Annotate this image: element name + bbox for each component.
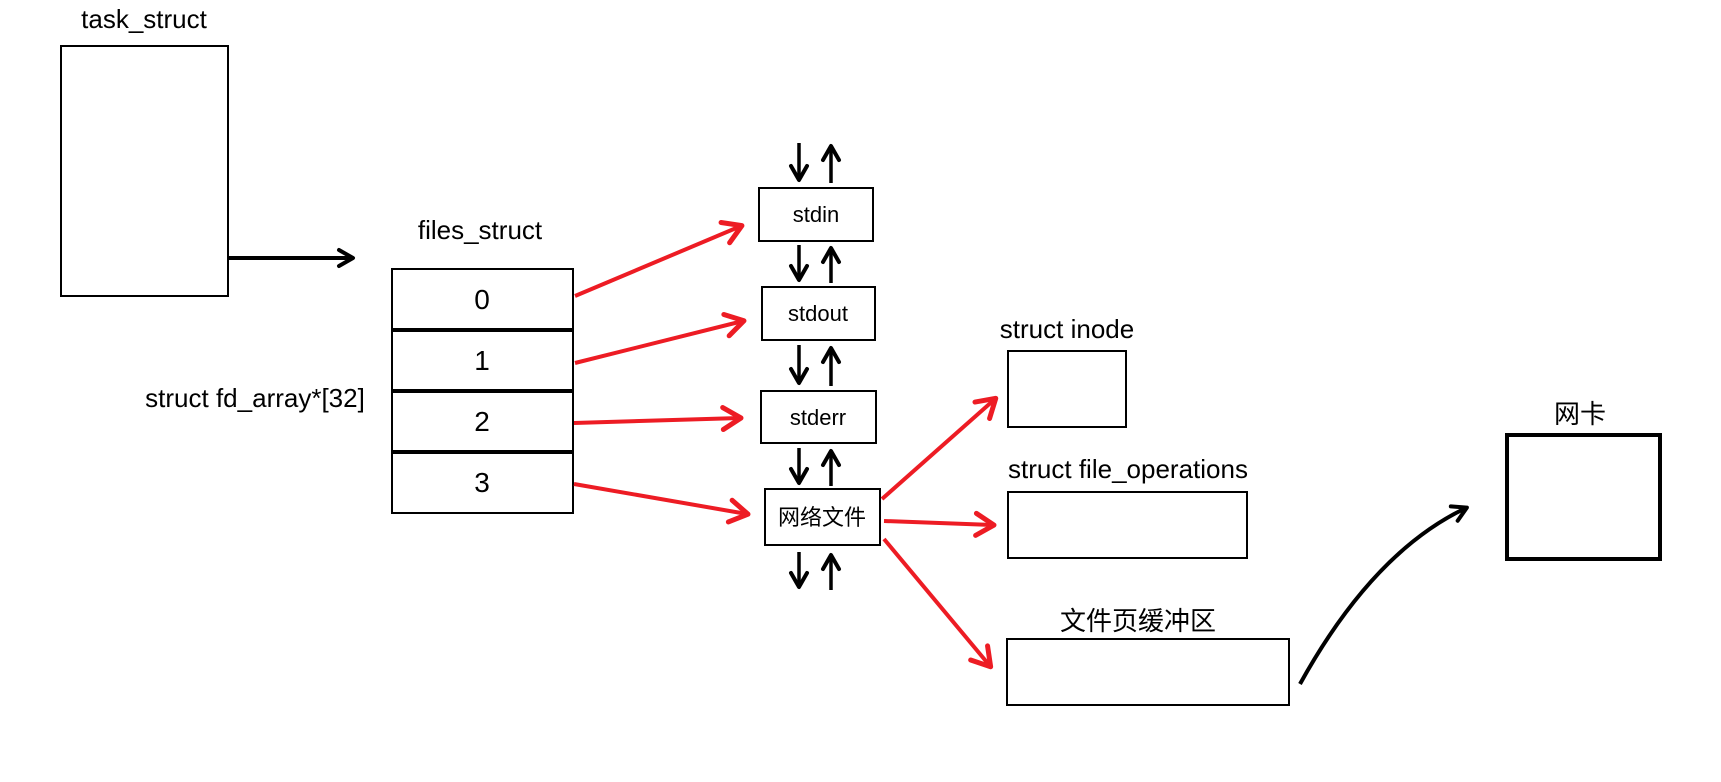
task-struct-label: task_struct [81,4,207,34]
fd0-to-stdin-arrow [574,219,745,298]
io-flow-arrows-stdout-stderr [789,345,841,386]
stdin-box [758,187,874,242]
network-file-box [764,488,881,546]
file-page-buffer-box [1006,638,1290,706]
fd-array-label: struct fd_array*[32] [145,383,365,413]
fd3-to-network-file-arrow [573,482,751,525]
netfile-to-buffer-arrow [882,537,994,670]
fd-row-1: 1 [474,345,490,376]
stdout-label: stdout [788,301,848,326]
io-flow-arrows-stdin-stdout [789,245,841,283]
buffer-to-nic-arrow [1298,504,1469,685]
stderr-box [760,390,877,444]
fd-row-0: 0 [474,284,490,315]
nic-box [1505,433,1662,561]
task-struct-box [60,45,229,297]
io-flow-arrows-stderr-netfile [789,448,841,486]
inode-box [1007,350,1127,428]
file-page-buffer-label: 文件页缓冲区 [1060,606,1216,636]
netfile-to-inode-arrow [880,395,999,501]
nic-label: 网卡 [1554,399,1606,429]
fd2-to-stderr-arrow [573,405,744,433]
io-flow-arrows-below-netfile [789,552,841,590]
fd1-to-stdout-arrow [574,311,747,365]
struct-file-operations-label: struct file_operations [1008,454,1248,484]
stdin-label: stdin [793,202,839,227]
fd-row-3: 3 [474,467,490,498]
io-flow-arrows-above-stdin [789,143,841,183]
netfile-to-file-operations-arrow [883,510,997,538]
fd-row-2: 2 [474,406,490,437]
files-struct-label: files_struct [418,215,543,245]
file-operations-box [1007,491,1248,559]
network-file-label: 网络文件 [778,505,866,530]
stderr-label: stderr [790,405,846,430]
stdout-box [761,286,876,341]
struct-inode-label: struct inode [1000,314,1134,344]
